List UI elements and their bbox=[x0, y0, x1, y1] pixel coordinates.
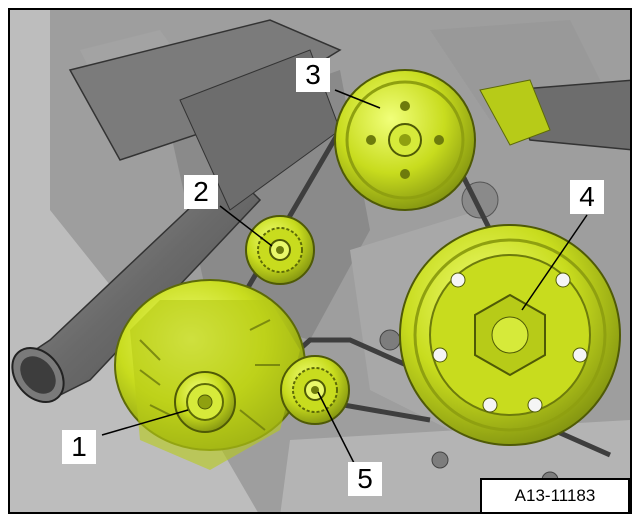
leader-lines bbox=[101, 89, 588, 466]
tensioner-roller bbox=[245, 215, 315, 285]
engine-illustration bbox=[10, 10, 630, 512]
callout-1: 1 bbox=[62, 430, 96, 464]
intake-hose bbox=[11, 19, 630, 403]
leader-line-2 bbox=[219, 205, 273, 247]
figure-frame: 1 2 3 4 5 A13-11183 bbox=[8, 8, 632, 514]
crankshaft-vibration-damper bbox=[399, 224, 621, 446]
leader-line-4 bbox=[521, 214, 588, 311]
figure-reference-code: A13-11183 bbox=[480, 478, 630, 512]
alternator-pulley bbox=[174, 371, 236, 433]
leader-line-1 bbox=[101, 409, 189, 436]
callout-4: 4 bbox=[570, 180, 604, 214]
callout-2: 2 bbox=[184, 175, 218, 209]
leader-line-3 bbox=[334, 89, 381, 109]
callout-5: 5 bbox=[348, 462, 382, 496]
callout-3: 3 bbox=[296, 58, 330, 92]
coolant-pump-pulley bbox=[334, 69, 551, 211]
leader-line-5 bbox=[317, 391, 356, 466]
idler-roller bbox=[280, 355, 350, 425]
